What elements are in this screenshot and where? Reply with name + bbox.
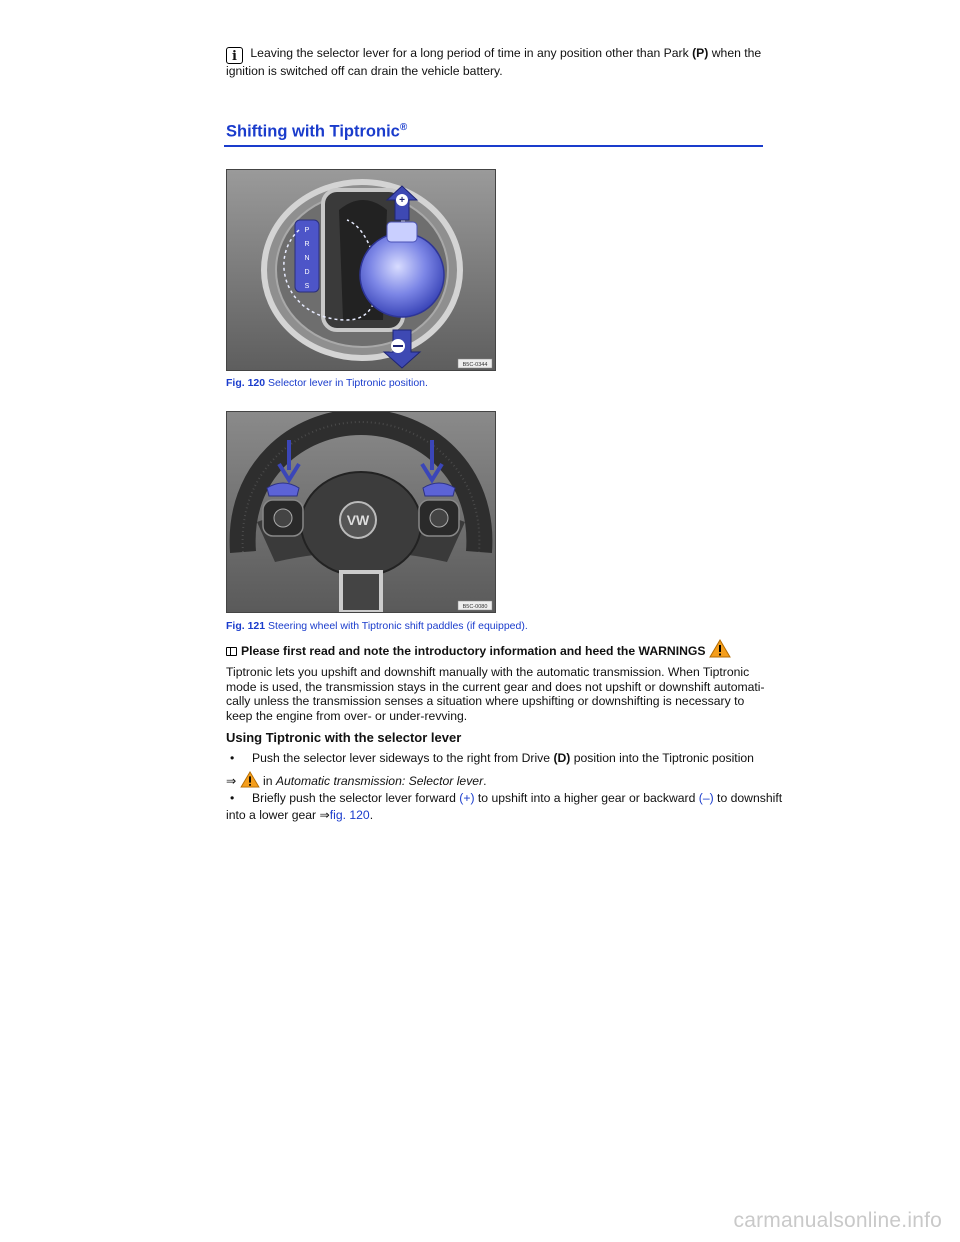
reference-title: Automatic transmission: Selector lever	[275, 774, 484, 788]
section-rule	[224, 145, 763, 147]
note-bold: (P)	[692, 46, 709, 60]
bullet-item-2: • Briefly push the selector lever forward…	[226, 791, 782, 806]
bullet-item-1: • Push the selector lever sideways to the…	[226, 751, 754, 766]
warning-icon	[239, 771, 260, 788]
note-text-2: when the ignition is switched off can dr…	[226, 46, 762, 78]
steering-wheel-illustration: VW B5C-0080	[227, 412, 495, 612]
figure-120-caption-text: Selector lever in Tiptronic position.	[265, 377, 428, 389]
bullet-1-pre: Push the selector lever sideways to the …	[252, 751, 554, 765]
tiptronic-description: Tiptronic lets you upshift and downshift…	[226, 665, 765, 723]
section-title-text: Shifting with Tiptronic	[226, 122, 400, 141]
bullet-2-mid: to upshift into a higher gear or backwar…	[474, 791, 699, 805]
figure-120-image: P R N D S + B5C-0344	[226, 169, 496, 371]
intro-line: Please first read and note the introduct…	[226, 639, 731, 658]
bullet-item-2-continued: into a lower gear ⇒fig. 120.	[226, 808, 373, 823]
selector-lever-illustration: P R N D S + B5C-0344	[227, 170, 495, 370]
section-title: Shifting with Tiptronic®	[226, 122, 407, 142]
gear-letter-r: R	[304, 241, 309, 248]
reference-in: in	[259, 774, 276, 788]
figure-121-code: B5C-0080	[463, 604, 488, 610]
figure-121-caption-text: Steering wheel with Tiptronic shift padd…	[265, 620, 528, 632]
bullet-2-pre: Briefly push the selector lever forward	[252, 791, 460, 805]
bullet-2-post: to downshift	[713, 791, 783, 805]
figure-120-label: Fig. 120	[226, 377, 266, 389]
battery-note: i Leaving the selector lever for a long …	[226, 46, 766, 79]
vw-logo: VW	[347, 512, 370, 528]
bullet-dot: •	[230, 791, 235, 805]
bullet-1-post: position into the Tiptronic position	[570, 751, 754, 765]
reference-end: .	[483, 774, 487, 788]
gear-letter-n: N	[304, 255, 309, 262]
bullet-dot: •	[230, 751, 235, 765]
bullet-1-bold: (D)	[553, 751, 571, 765]
reference-line: ⇒ in Automatic transmission: Selector le…	[226, 771, 487, 789]
arrow-icon: ⇒	[319, 808, 330, 822]
gear-letter-s: S	[305, 283, 310, 290]
gear-letter-d: D	[304, 269, 309, 276]
svg-text:+: +	[399, 195, 405, 206]
figure-121-image: VW B5C-0080	[226, 411, 496, 613]
registered-mark: ®	[399, 122, 408, 133]
figure-121-caption: Fig. 121 Steering wheel with Tiptronic s…	[226, 620, 528, 632]
gear-letter-p: P	[305, 227, 310, 234]
downshift-sign: (–)	[698, 791, 714, 805]
bullet-2-cont-pre: into a lower gear	[226, 808, 320, 822]
warning-icon	[709, 639, 731, 658]
note-text-1: Leaving the selector lever for a long pe…	[247, 46, 693, 60]
upshift-sign: (+)	[459, 791, 475, 805]
bullet-2-cont-end: .	[369, 808, 374, 822]
figure-120-code: B5C-0344	[463, 362, 488, 368]
info-icon: i	[226, 47, 243, 64]
arrow-icon: ⇒	[226, 774, 237, 788]
figure-121-label: Fig. 121	[226, 620, 266, 632]
watermark: carmanualsonline.info	[733, 1209, 942, 1232]
subsection-title: Using Tiptronic with the selector lever	[226, 730, 462, 745]
book-icon	[226, 647, 237, 656]
fig-120-link[interactable]: fig. 120	[329, 808, 370, 822]
intro-text: Please first read and note the introduct…	[241, 644, 706, 658]
figure-120-caption: Fig. 120 Selector lever in Tiptronic pos…	[226, 377, 428, 389]
